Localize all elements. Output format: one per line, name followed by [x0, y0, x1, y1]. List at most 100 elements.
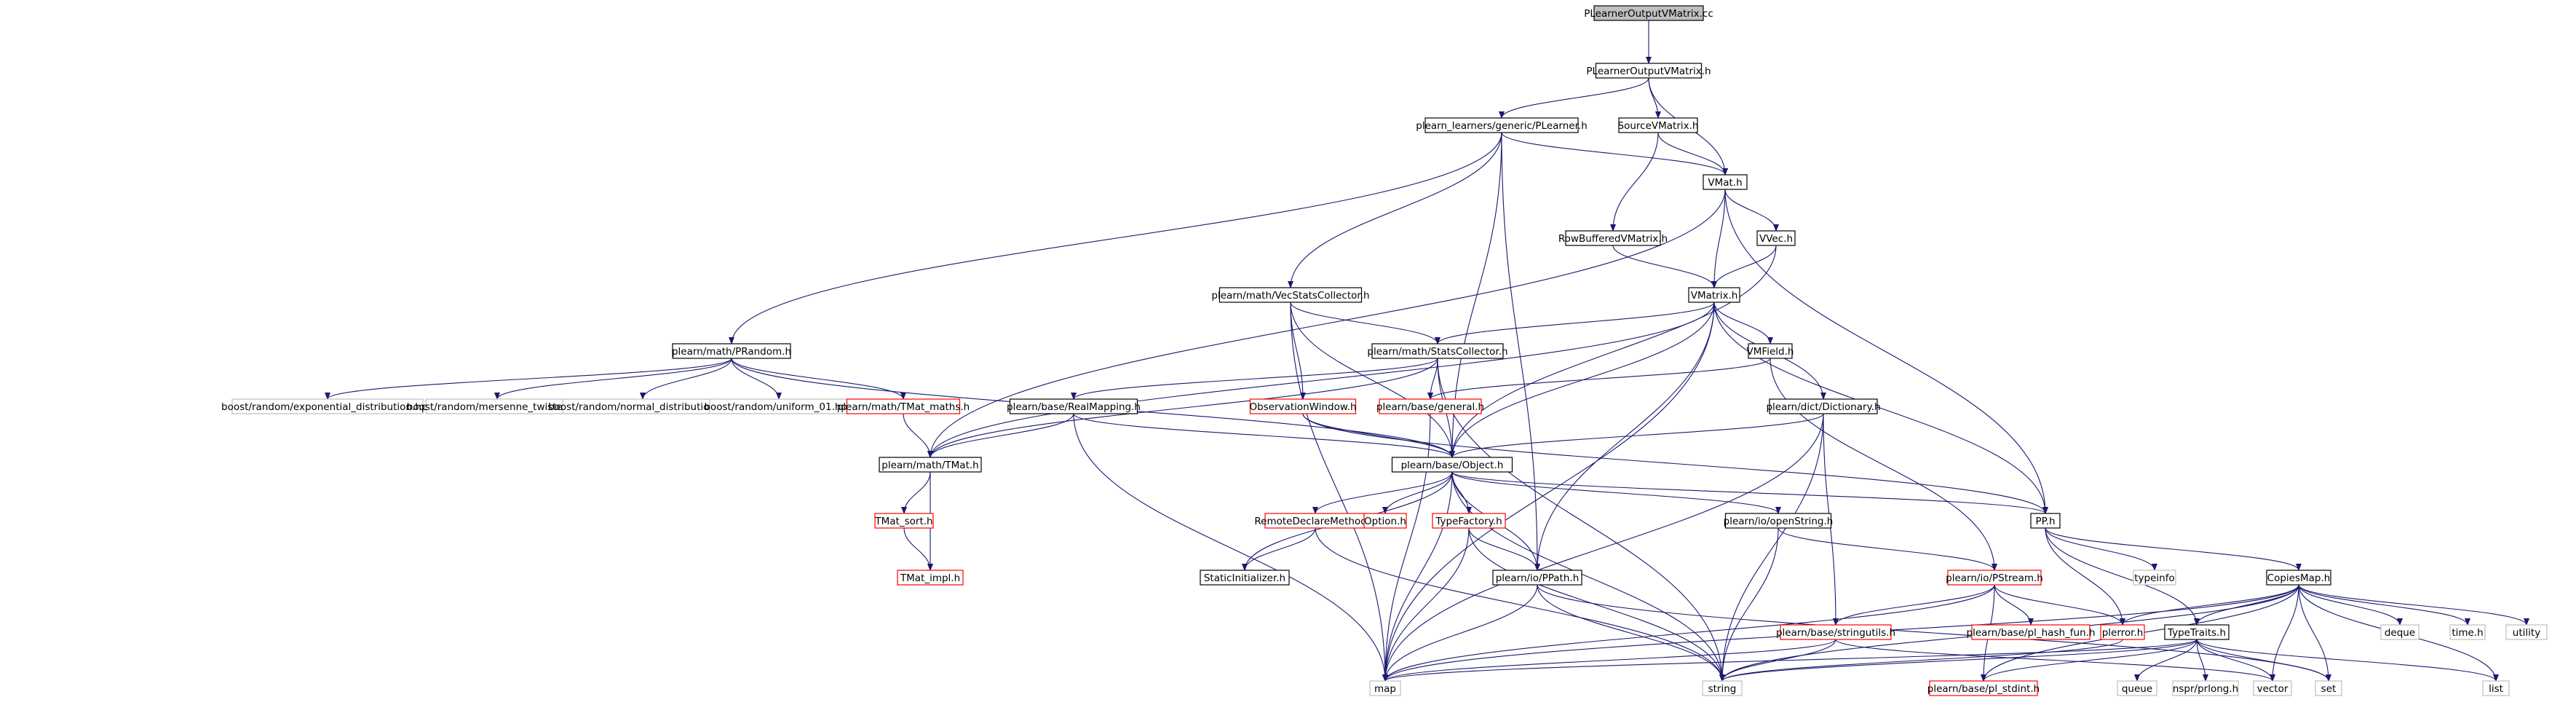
edge-statscol_h-to-realmap_h	[1071, 358, 1438, 400]
node-label-string: string	[1708, 683, 1737, 695]
node-root[interactable]: PLearnerOutputVMatrix.cc	[1584, 5, 1713, 21]
node-label-vecstats_h: plearn/math/VecStatsCollector.h	[1211, 290, 1369, 302]
node-map: map	[1369, 680, 1401, 696]
node-statscol_h[interactable]: plearn/math/StatsCollector.h	[1367, 343, 1508, 359]
node-sourcevm_h[interactable]: SourceVMatrix.h	[1618, 117, 1699, 133]
node-label-rowbuf_h: RowBufferedVMatrix.h	[1558, 233, 1668, 245]
edge-plerror-to-string	[1719, 639, 2123, 682]
node-box-tmat_maths	[846, 398, 961, 414]
edge-dict_h-to-string	[1719, 413, 1824, 682]
node-vmatrix_h[interactable]: VMatrix.h	[1688, 287, 1740, 303]
edge-sourcevm_h-to-rowbuf_h	[1610, 132, 1659, 232]
edge-ppath_h-to-string	[1537, 584, 1725, 682]
edge-plov_h-to-sourcevm_h	[1648, 77, 1661, 119]
edge-plearner_h-to-prandom_h	[729, 132, 1502, 344]
edge-object_h-to-string	[1451, 471, 1725, 682]
node-box-statscol_h	[1371, 343, 1504, 359]
node-copiesmap[interactable]: CopiesMap.h	[2266, 570, 2331, 586]
node-prandom_h[interactable]: plearn/math/PRandom.h	[672, 343, 791, 359]
node-vvec_h[interactable]: VVec.h	[1756, 230, 1796, 246]
node-box-tmat_impl	[897, 570, 964, 586]
node-label-pp_h: PP.h	[2035, 516, 2055, 527]
node-box-set	[2315, 680, 2342, 696]
edge-vmatrix_h-to-pp_h	[1713, 302, 2048, 514]
node-label-queue: queue	[2122, 683, 2152, 695]
node-label-obswin_h: ObservationWindow.h	[1249, 401, 1356, 413]
node-box-vmatrix_h	[1688, 287, 1740, 303]
node-openstring[interactable]: plearn/io/openString.h	[1724, 513, 1834, 529]
edge-vmatrix_h-to-tmat_h	[927, 302, 1715, 458]
node-ppath_h[interactable]: plearn/io/PPath.h	[1492, 570, 1582, 586]
edge-remotedecl-to-string	[1315, 527, 1725, 682]
node-mersenne: boost/random/mersenne_twister.hpp	[407, 398, 587, 414]
edge-typetraits-to-plstdint	[1981, 639, 2197, 682]
node-remotedecl[interactable]: RemoteDeclareMethod.h	[1254, 513, 1376, 529]
edge-remotedecl-to-staticinit	[1242, 527, 1316, 571]
node-deque: deque	[2380, 624, 2420, 640]
node-label-nspr: nspr/prlong.h	[2173, 683, 2238, 695]
node-string: string	[1702, 680, 1743, 696]
node-tmat_sort[interactable]: TMat_sort.h	[874, 513, 934, 529]
node-label-remotedecl: RemoteDeclareMethod.h	[1254, 516, 1376, 527]
node-pp_h[interactable]: PP.h	[2030, 513, 2061, 529]
node-object_h[interactable]: plearn/base/Object.h	[1391, 457, 1513, 473]
node-box-nspr	[2172, 680, 2239, 696]
node-vmfield_h[interactable]: VMField.h	[1747, 343, 1794, 359]
node-rowbuf_h[interactable]: RowBufferedVMatrix.h	[1558, 230, 1668, 246]
edge-pstream_h-to-plerror	[1994, 584, 2125, 626]
edge-obswin_h-to-pp_h	[1302, 413, 2048, 514]
node-typeinfo: typeinfo	[2133, 570, 2176, 586]
node-plearner_h[interactable]: plearn_learners/generic/PLearner.h	[1416, 117, 1588, 133]
node-pstream_h[interactable]: plearn/io/PStream.h	[1946, 570, 2043, 586]
node-dict_h[interactable]: plearn/dict/Dictionary.h	[1766, 398, 1881, 414]
edge-prandom_h-to-tmat_maths	[731, 358, 906, 400]
edge-realmap_h-to-tmat_h	[927, 413, 1074, 458]
node-box-string	[1702, 680, 1743, 696]
node-vecstats_h[interactable]: plearn/math/VecStatsCollector.h	[1211, 287, 1370, 303]
node-exp_dist: boost/random/exponential_distribution.hp…	[221, 398, 434, 414]
node-typetraits[interactable]: TypeTraits.h	[2164, 624, 2230, 640]
node-label-staticinit: StaticInitializer.h	[1204, 572, 1285, 584]
node-general_h[interactable]: plearn/base/general.h	[1376, 398, 1484, 414]
node-label-vector: vector	[2257, 683, 2288, 695]
node-tmat_h[interactable]: plearn/math/TMat.h	[879, 457, 982, 473]
node-obswin_h[interactable]: ObservationWindow.h	[1249, 398, 1357, 414]
node-box-staticinit	[1200, 570, 1290, 586]
edge-vvec_h-to-vmatrix_h	[1711, 245, 1777, 288]
node-plov_h[interactable]: PLearnerOutputVMatrix.h	[1586, 63, 1711, 79]
node-label-normal_dist: boost/random/normal_distribution.hpp	[548, 401, 737, 413]
node-box-option_h	[1363, 513, 1407, 529]
node-plstdint[interactable]: plearn/base/pl_stdint.h	[1927, 680, 2040, 696]
node-tmat_impl[interactable]: TMat_impl.h	[897, 570, 964, 586]
node-staticinit[interactable]: StaticInitializer.h	[1200, 570, 1290, 586]
node-label-ppath_h: plearn/io/PPath.h	[1496, 572, 1580, 584]
node-uniform01: boost/random/uniform_01.hpp	[704, 398, 854, 414]
edge-statscol_h-to-tmat_h	[927, 358, 1438, 458]
edge-statscol_h-to-string	[1437, 358, 1725, 682]
node-realmap_h[interactable]: plearn/base/RealMapping.h	[1007, 398, 1141, 414]
edge-openstring-to-string	[1719, 527, 1779, 682]
edge-typetraits-to-list	[2196, 639, 2499, 682]
edge-copiesmap-to-utility	[2298, 584, 2529, 626]
node-typefactory[interactable]: TypeFactory.h	[1432, 513, 1506, 529]
node-time_h: time.h	[2449, 624, 2486, 640]
edge-vvec_h-to-object_h	[1449, 245, 1777, 458]
node-vmat_h[interactable]: VMat.h	[1703, 174, 1748, 190]
node-label-deque: deque	[2385, 627, 2415, 639]
node-box-prandom_h	[672, 343, 791, 359]
node-box-pstream_h	[1947, 570, 2042, 586]
edge-copiesmap-to-set	[2298, 584, 2331, 682]
edge-vmatrix_h-to-vmfield_h	[1713, 302, 1773, 344]
node-box-vector	[2253, 680, 2292, 696]
edge-object_h-to-pp_h	[1451, 471, 2048, 514]
node-list: list	[2482, 680, 2510, 696]
node-hashfun[interactable]: plearn/base/pl_hash_fun.h	[1967, 624, 2096, 640]
edge-typefactory-to-string	[1468, 527, 1725, 682]
node-plerror[interactable]: plerror.h	[2100, 624, 2145, 640]
node-stringutils[interactable]: plearn/base/stringutils.h	[1776, 624, 1895, 640]
edge-pp_h-to-plerror	[2045, 527, 2125, 626]
node-option_h[interactable]: Option.h	[1363, 513, 1407, 529]
node-nspr: nspr/prlong.h	[2172, 680, 2239, 696]
edge-tmat_sort-to-tmat_impl	[903, 527, 933, 571]
node-tmat_maths[interactable]: plearn/math/TMat_maths.h	[837, 398, 970, 414]
